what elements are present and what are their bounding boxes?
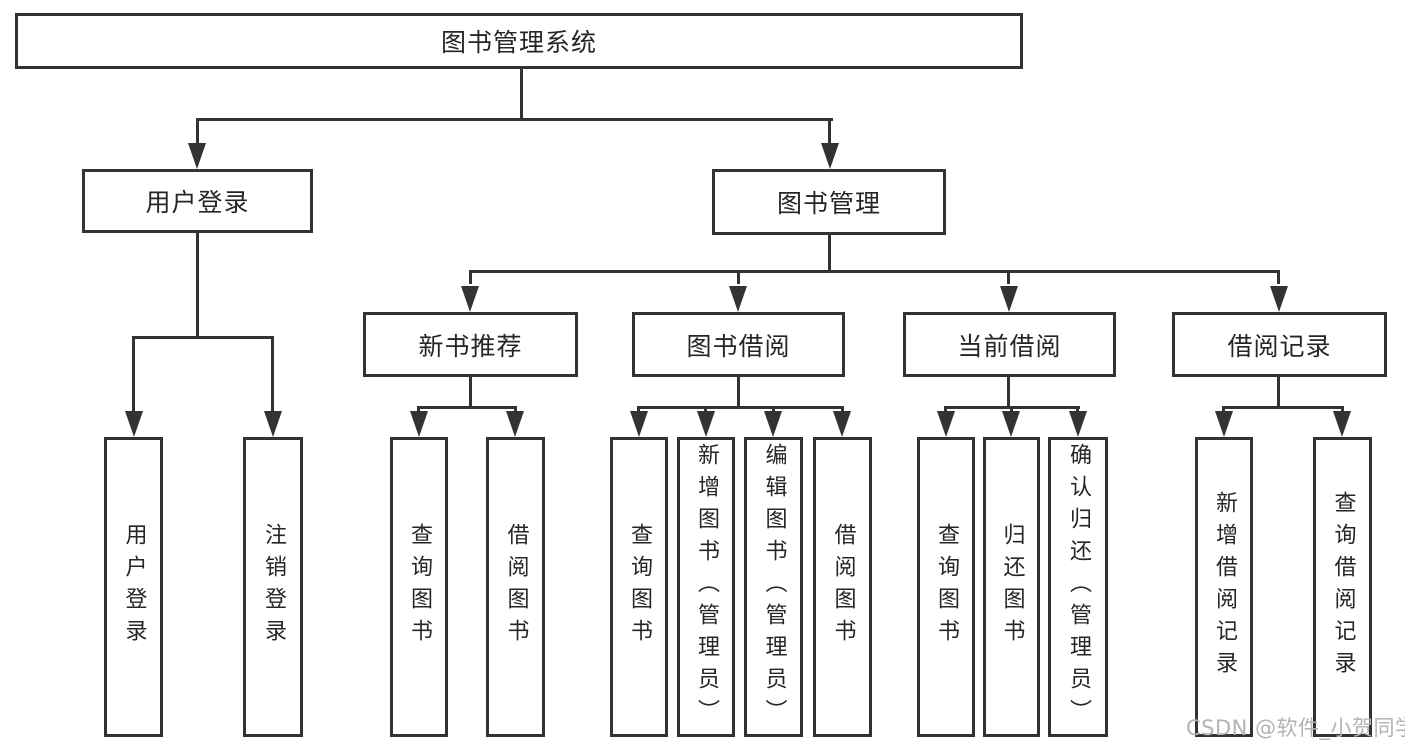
arrow-down-icon [125, 411, 143, 437]
leaf-borrow-books: 借阅图书 [813, 437, 872, 737]
arrow-down-icon [1000, 286, 1018, 312]
connector-rail [637, 406, 844, 409]
leaf-user-login: 用户登录 [104, 437, 163, 737]
connector-rail [1222, 406, 1344, 409]
leaf-label: 确认归还（管理员） [1066, 443, 1091, 731]
arrow-down-icon [410, 411, 428, 437]
leaf-label: 借阅图书 [830, 523, 856, 651]
leaf-return-books: 归还图书 [983, 437, 1040, 737]
connector-book-management-stem [828, 235, 831, 273]
node-current-borrowing: 当前借阅 [903, 312, 1116, 377]
leaf-label: 查询借阅记录 [1330, 491, 1356, 683]
leaf-label: 用户登录 [121, 523, 147, 651]
leaf-logout: 注销登录 [243, 437, 303, 737]
leaf-label: 查询图书 [407, 523, 432, 651]
connector-level2-rail [196, 118, 833, 121]
arrow-down-icon [461, 286, 479, 312]
connector-root-stem [520, 68, 523, 121]
arrow-down-icon [833, 411, 851, 437]
connector-user-login-rail [132, 336, 274, 339]
arrow-down-icon [697, 411, 715, 437]
arrow-down-icon [264, 411, 282, 437]
node-book-borrowing: 图书借阅 [632, 312, 845, 377]
arrow-down-icon [764, 411, 782, 437]
leaf-add-books-admin: 新增图书（管理员） [677, 437, 735, 737]
node-new-book-recommend: 新书推荐 [363, 312, 578, 377]
leaf-query-books-recommend: 查询图书 [390, 437, 448, 737]
leaf-label: 查询图书 [934, 523, 959, 651]
connector-level3-rail [469, 270, 1279, 273]
node-borrowing-records: 借阅记录 [1172, 312, 1387, 377]
connector-stem [271, 336, 274, 414]
node-book-management: 图书管理 [712, 169, 946, 235]
leaf-label: 编辑图书（管理员） [761, 443, 787, 731]
connector-user-login-stem [196, 233, 199, 339]
arrow-down-icon [188, 143, 206, 169]
leaf-query-books-borrowing: 查询图书 [610, 437, 668, 737]
connector-stem [469, 270, 472, 284]
connector-stem [1277, 270, 1280, 284]
arrow-down-icon [937, 411, 955, 437]
leaf-label: 新增图书（管理员） [694, 443, 719, 731]
leaf-borrow-books-recommend: 借阅图书 [486, 437, 545, 737]
connector-stem [828, 118, 831, 146]
leaf-query-borrow-record: 查询借阅记录 [1313, 437, 1372, 737]
arrow-down-icon [1002, 411, 1020, 437]
leaf-label: 新增借阅记录 [1212, 491, 1237, 683]
connector-stem [737, 377, 740, 408]
leaf-label: 归还图书 [999, 523, 1025, 651]
connector-stem [469, 377, 472, 408]
arrow-down-icon [1270, 286, 1288, 312]
leaf-query-books-current: 查询图书 [917, 437, 975, 737]
connector-stem [196, 118, 199, 146]
connector-stem [1007, 377, 1010, 408]
leaf-edit-books-admin: 编辑图书（管理员） [744, 437, 803, 737]
node-library-management-system: 图书管理系统 [15, 13, 1023, 69]
arrow-down-icon [1069, 411, 1087, 437]
leaf-add-borrow-record: 新增借阅记录 [1195, 437, 1253, 737]
leaf-label: 注销登录 [261, 523, 286, 651]
connector-stem [132, 336, 135, 414]
arrow-down-icon [729, 286, 747, 312]
connector-stem [1277, 377, 1280, 408]
node-user-login: 用户登录 [82, 169, 313, 233]
leaf-confirm-return-admin: 确认归还（管理员） [1048, 437, 1108, 737]
csdn-watermark: CSDN @软件_小贺同学 [1186, 716, 1405, 740]
arrow-down-icon [821, 143, 839, 169]
connector-stem [1007, 270, 1010, 284]
arrow-down-icon [1215, 411, 1233, 437]
connector-stem [737, 270, 740, 284]
arrow-down-icon [630, 411, 648, 437]
arrow-down-icon [506, 411, 524, 437]
leaf-label: 借阅图书 [503, 523, 529, 651]
arrow-down-icon [1333, 411, 1351, 437]
connector-rail [417, 406, 517, 409]
leaf-label: 查询图书 [627, 523, 652, 651]
